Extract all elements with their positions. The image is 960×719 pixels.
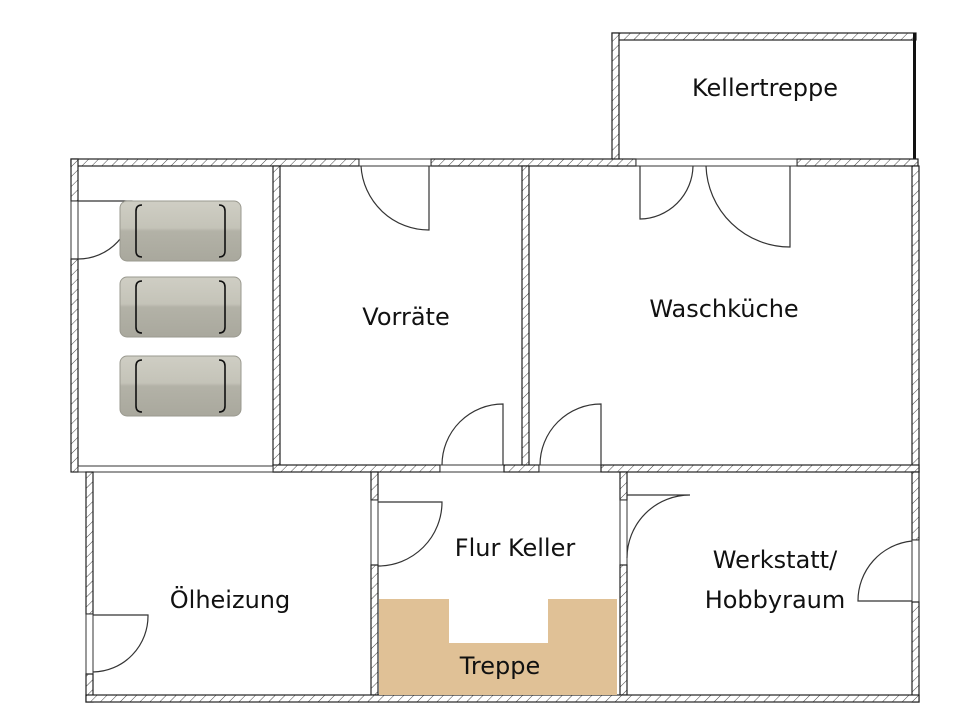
wall-top-mid	[430, 158, 637, 167]
door-kellertreppe-right	[705, 165, 791, 248]
oil-tank-icon	[119, 200, 242, 262]
wall-tankroom-right	[272, 165, 281, 473]
wall-oel-left-upper	[85, 471, 94, 615]
room-label-werkstatt-line1: Werkstatt/	[713, 546, 838, 574]
room-label-oelheizung: Ölheizung	[170, 585, 290, 614]
door-kellertreppe-left	[639, 165, 694, 220]
wall-top-left	[70, 158, 360, 167]
wall-flur-werkstatt-upper	[619, 471, 628, 501]
wall-kellertreppe-right	[913, 33, 916, 159]
door-opening-vorraete-flur	[439, 464, 505, 473]
wall-right-lower-a	[911, 471, 920, 541]
wall-flur-werkstatt-lower	[619, 564, 628, 696]
wall-top-right	[796, 158, 919, 167]
door-flur-oel	[377, 501, 443, 567]
door-opening-werkstatt	[619, 499, 628, 566]
door-opening-waschkueche-flur	[538, 464, 602, 473]
wall-mid-left	[272, 464, 441, 473]
room-label-treppe: Treppe	[459, 652, 540, 680]
room-label-flur-keller: Flur Keller	[455, 534, 576, 562]
room-label-werkstatt-line2: Hobbyraum	[705, 586, 846, 614]
door-opening-werkstatt-right	[911, 539, 920, 603]
door-vorraete-flur	[441, 403, 504, 466]
room-label-waschkueche: Waschküche	[649, 295, 798, 323]
wall-vorraete-waschkueche	[521, 165, 530, 467]
wall-kellertreppe-top	[611, 32, 917, 41]
wall-tankroom-left-upper	[70, 158, 79, 202]
wall-tankroom-bottom	[77, 465, 274, 473]
wall-right-lower-b	[911, 601, 920, 703]
door-waschkueche-flur	[539, 403, 602, 466]
walls	[70, 32, 920, 703]
door-opening-tankroom	[70, 200, 79, 260]
wall-bottom	[85, 694, 920, 703]
door-opening-vorraete	[358, 158, 432, 167]
door-vorraete-top	[360, 165, 430, 231]
oil-tanks	[119, 200, 242, 417]
wall-right-upper	[911, 165, 920, 473]
doors	[77, 165, 913, 673]
door-werkstatt-right	[857, 540, 913, 602]
door-opening-oel-flur	[370, 499, 379, 566]
door-werkstatt-left	[626, 494, 691, 559]
wall-oel-flur	[370, 471, 379, 501]
oil-tank-icon	[119, 276, 242, 338]
door-opening-oel-left	[85, 613, 94, 675]
room-label-vorraete: Vorräte	[362, 303, 449, 331]
door-opening-kellertreppe	[635, 158, 798, 167]
wall-mid-right	[600, 464, 920, 473]
door-oelheizung	[92, 614, 149, 673]
wall-tankroom-left-lower	[70, 258, 79, 473]
oil-tank-icon	[119, 355, 242, 417]
wall-kellertreppe-left	[611, 32, 620, 167]
stair-area	[379, 599, 617, 695]
room-label-kellertreppe: Kellertreppe	[692, 74, 838, 102]
wall-oel-flur-lower	[370, 564, 379, 696]
wall-mid-center	[503, 464, 540, 473]
